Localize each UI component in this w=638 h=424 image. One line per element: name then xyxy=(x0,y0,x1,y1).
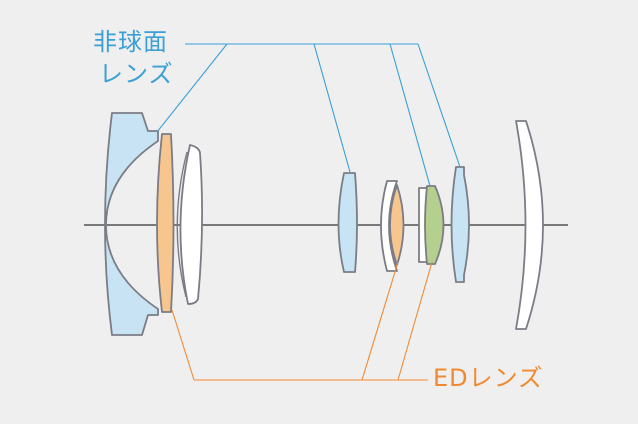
lens-element-10 xyxy=(515,120,544,330)
aspheric-lens-label-line1: 非球面 xyxy=(93,28,168,56)
ed-leader-lines xyxy=(171,261,433,381)
lens-element-1-aspheric xyxy=(104,112,159,336)
lens-element-3-inner xyxy=(176,151,188,298)
lens-element-3 xyxy=(179,144,203,305)
lens-element-9-aspheric xyxy=(450,166,470,283)
lens-element-2-ed xyxy=(156,133,175,313)
aspheric-lens-label-line2: レンズ xyxy=(99,60,174,88)
lens-element-4-aspheric xyxy=(337,172,358,273)
lens-element-5 xyxy=(380,180,398,272)
ed-lens-label: EDレンズ xyxy=(433,364,544,392)
aspheric-leader-lines xyxy=(156,43,461,187)
lens-element-8-ed-aspheric xyxy=(424,185,445,265)
